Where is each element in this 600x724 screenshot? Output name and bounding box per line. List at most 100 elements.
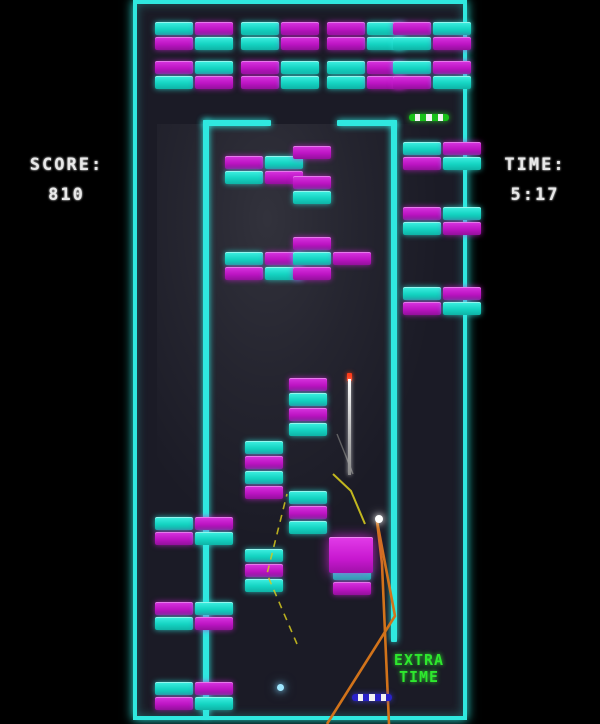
brick[interactable] — [403, 287, 441, 300]
brick[interactable] — [155, 517, 193, 530]
paddle-block[interactable] — [329, 537, 373, 573]
brick[interactable] — [241, 37, 279, 50]
brick[interactable] — [293, 252, 331, 265]
extra-time-line2: TIME — [398, 668, 440, 686]
brick[interactable] — [245, 579, 283, 592]
brick[interactable] — [393, 37, 431, 50]
score-value: 810 — [48, 185, 85, 205]
brick[interactable] — [225, 156, 263, 169]
brick[interactable] — [195, 697, 233, 710]
brick[interactable] — [225, 171, 263, 184]
brick[interactable] — [241, 61, 279, 74]
time-value: 5:17 — [510, 185, 560, 205]
brick[interactable] — [403, 142, 441, 155]
brick[interactable] — [403, 157, 441, 170]
brick[interactable] — [245, 549, 283, 562]
brick[interactable] — [281, 37, 319, 50]
brick[interactable] — [289, 378, 327, 391]
left-inner-wall-vertical — [203, 120, 209, 717]
brick[interactable] — [281, 22, 319, 35]
brick[interactable] — [289, 521, 327, 534]
brick[interactable] — [155, 61, 193, 74]
brick[interactable] — [225, 267, 263, 280]
brick[interactable] — [245, 486, 283, 499]
brick[interactable] — [443, 302, 481, 315]
brick[interactable] — [393, 22, 431, 35]
brick[interactable] — [281, 61, 319, 74]
brick[interactable] — [333, 252, 371, 265]
brick[interactable] — [443, 207, 481, 220]
brick[interactable] — [245, 471, 283, 484]
brick[interactable] — [443, 142, 481, 155]
brick[interactable] — [443, 157, 481, 170]
brick[interactable] — [195, 682, 233, 695]
brick[interactable] — [433, 22, 471, 35]
extra-time-line1: EXTRA — [393, 651, 445, 669]
brick[interactable] — [155, 697, 193, 710]
brick[interactable] — [195, 37, 233, 50]
brick[interactable] — [195, 517, 233, 530]
brick[interactable] — [289, 491, 327, 504]
brick[interactable] — [289, 393, 327, 406]
time-label: TIME: — [504, 155, 566, 175]
brick[interactable] — [195, 61, 233, 74]
needle-tip-icon — [347, 373, 352, 381]
brick[interactable] — [155, 602, 193, 615]
brick[interactable] — [155, 37, 193, 50]
powerup-capsule-icon[interactable] — [352, 694, 392, 701]
brick[interactable] — [155, 617, 193, 630]
brick[interactable] — [195, 22, 233, 35]
needle-shaft-icon — [348, 379, 351, 475]
trajectory-overlay — [266, 433, 397, 724]
right-inner-wall-top — [337, 120, 397, 126]
score-label: SCORE: — [29, 155, 104, 175]
brick[interactable] — [293, 146, 331, 159]
ball-icon — [375, 515, 383, 523]
brick[interactable] — [281, 76, 319, 89]
trajectory-yellow-line — [332, 473, 366, 525]
brick[interactable] — [245, 564, 283, 577]
brick[interactable] — [245, 456, 283, 469]
brick[interactable] — [155, 76, 193, 89]
brick[interactable] — [155, 532, 193, 545]
brick[interactable] — [403, 222, 441, 235]
brick[interactable] — [293, 176, 331, 189]
brick[interactable] — [155, 682, 193, 695]
brick[interactable] — [433, 76, 471, 89]
brick[interactable] — [289, 423, 327, 436]
brick[interactable] — [195, 76, 233, 89]
brick[interactable] — [393, 61, 431, 74]
extra-time-label: EXTRA TIME — [373, 652, 465, 686]
brick[interactable] — [333, 582, 371, 595]
brick[interactable] — [293, 191, 331, 204]
brick[interactable] — [443, 222, 481, 235]
brick[interactable] — [195, 602, 233, 615]
brick[interactable] — [403, 302, 441, 315]
brick[interactable] — [403, 207, 441, 220]
brick[interactable] — [433, 61, 471, 74]
brick[interactable] — [195, 532, 233, 545]
brick[interactable] — [245, 441, 283, 454]
brick[interactable] — [443, 287, 481, 300]
left-inner-wall-top — [203, 120, 271, 126]
brick[interactable] — [225, 252, 263, 265]
brick[interactable] — [241, 76, 279, 89]
brick[interactable] — [155, 22, 193, 35]
brick[interactable] — [293, 267, 331, 280]
brick[interactable] — [327, 76, 365, 89]
brick[interactable] — [195, 617, 233, 630]
brick[interactable] — [327, 22, 365, 35]
extra-time-capsule-icon[interactable] — [409, 114, 449, 121]
brick[interactable] — [433, 37, 471, 50]
time-display: TIME: 5:17 — [470, 150, 600, 210]
brick[interactable] — [241, 22, 279, 35]
brick[interactable] — [265, 156, 303, 169]
brick[interactable] — [327, 37, 365, 50]
brick[interactable] — [327, 61, 365, 74]
playfield[interactable]: EXTRA TIME — [133, 0, 481, 724]
brick[interactable] — [289, 408, 327, 421]
brick[interactable] — [293, 237, 331, 250]
brick[interactable] — [393, 76, 431, 89]
brick[interactable] — [289, 506, 327, 519]
